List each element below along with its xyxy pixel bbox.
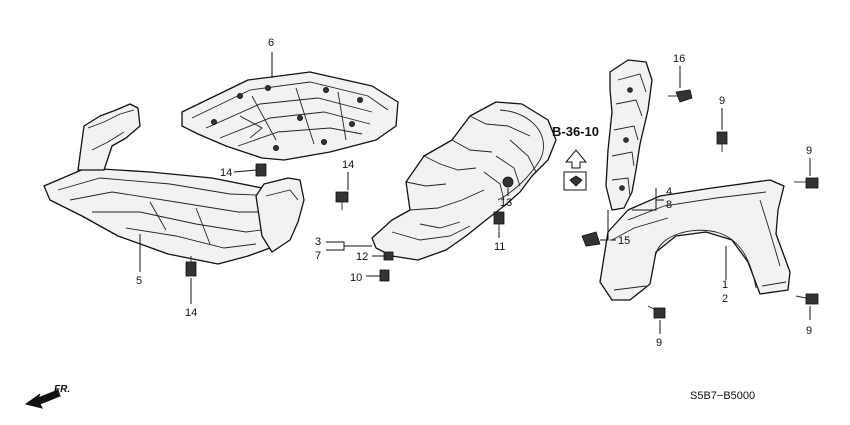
- callout-3[interactable]: 3: [315, 236, 321, 248]
- callout-2[interactable]: 2: [722, 293, 728, 305]
- drawing-code: S5B7−B5000: [690, 390, 755, 402]
- callout-9-upper[interactable]: 9: [719, 95, 725, 107]
- up-arrow-icon: [564, 149, 588, 169]
- callout-4[interactable]: 4: [666, 186, 672, 198]
- reference-box: [563, 171, 587, 191]
- callout-8[interactable]: 8: [666, 199, 672, 211]
- clip-14-lower[interactable]: [185, 256, 197, 277]
- clip-14-middle[interactable]: [335, 191, 349, 210]
- bolt-9-right[interactable]: [794, 177, 819, 189]
- callout-9-lower[interactable]: 9: [656, 337, 662, 349]
- nut-12[interactable]: [383, 251, 394, 261]
- lower-front-cover[interactable]: [43, 103, 305, 265]
- clip-13[interactable]: [502, 176, 514, 188]
- callout-15[interactable]: 15: [618, 235, 630, 247]
- front-arrow-icon: [24, 389, 61, 409]
- front-direction-indicator: FR.: [24, 384, 70, 409]
- reference-group: B-36-10: [552, 124, 599, 191]
- callout-11[interactable]: 11: [494, 241, 505, 253]
- leader-lines: [139, 52, 811, 334]
- callout-14-middle[interactable]: 14: [342, 159, 354, 171]
- bolt-11[interactable]: [493, 211, 505, 232]
- callout-12[interactable]: 12: [356, 251, 368, 263]
- callout-1[interactable]: 1: [722, 279, 728, 291]
- callout-10[interactable]: 10: [350, 272, 362, 284]
- fasteners: [185, 89, 819, 319]
- callout-6[interactable]: 6: [268, 37, 274, 49]
- clip-14-upper[interactable]: [255, 163, 267, 177]
- callouts: 6 16 9 9 9 9 14 14 14 5 3 7 12 10 13 11 …: [136, 37, 812, 349]
- bolt-9-lower-right[interactable]: [795, 293, 819, 305]
- callout-9-right[interactable]: 9: [806, 145, 812, 157]
- fender-bracket[interactable]: [605, 59, 653, 211]
- engine-undercover[interactable]: [181, 71, 399, 161]
- callout-14-lower[interactable]: 14: [185, 307, 197, 319]
- callout-16[interactable]: 16: [673, 53, 685, 65]
- callout-9-lower-right[interactable]: 9: [806, 325, 812, 337]
- clip-15[interactable]: [581, 231, 601, 247]
- callout-14-upper[interactable]: 14: [220, 167, 232, 179]
- bolt-9-upper[interactable]: [716, 131, 728, 152]
- screw-10[interactable]: [379, 269, 390, 282]
- callout-13[interactable]: 13: [500, 197, 512, 209]
- front-label: FR.: [54, 384, 70, 395]
- bolt-9-lower[interactable]: [647, 305, 666, 319]
- callout-7[interactable]: 7: [315, 250, 321, 262]
- front-inner-fender[interactable]: [371, 101, 557, 261]
- clip-16[interactable]: [668, 89, 693, 103]
- callout-5[interactable]: 5: [136, 275, 142, 287]
- reference-label[interactable]: B-36-10: [552, 124, 599, 139]
